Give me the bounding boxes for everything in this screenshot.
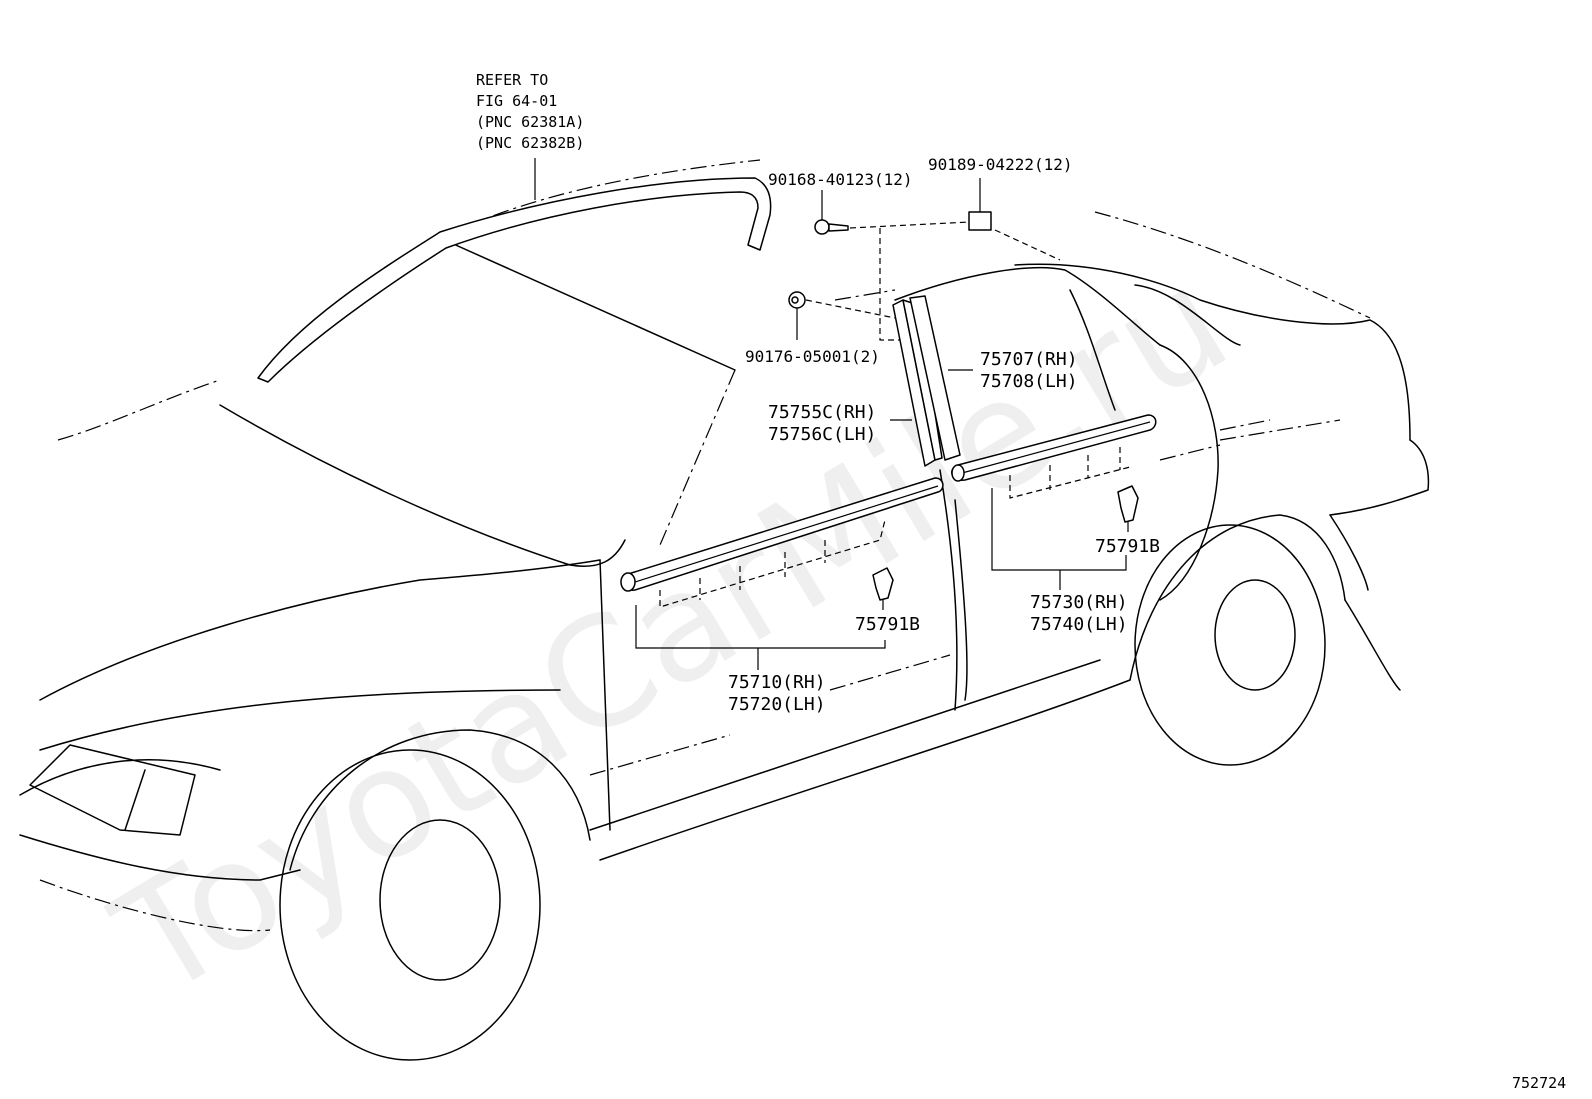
refer-line-2: FIG 64-01 <box>476 92 557 110</box>
rear-wheel <box>1134 524 1326 766</box>
screw-shank <box>828 223 849 232</box>
rear-wheel-arch <box>1129 514 1346 681</box>
front-belt-inner <box>631 485 939 584</box>
clip-nut-dash-path <box>994 229 1061 261</box>
screw-dash-path <box>849 221 971 341</box>
rear-body-dash <box>1219 419 1271 431</box>
screw-head <box>814 219 830 235</box>
roof-moulding-strip <box>257 177 772 383</box>
front-wheel-arch <box>289 729 591 871</box>
rear-lower <box>1344 599 1401 691</box>
figure-number: 752724 <box>1512 1074 1566 1092</box>
rear-clip-part <box>1117 485 1139 532</box>
fastener-clip-nut <box>968 178 1061 261</box>
label-screw: 90168-40123(12) <box>768 170 913 189</box>
rear-window-frame <box>894 266 1161 346</box>
front-clip-part <box>872 567 894 610</box>
refer-line-4: (PNC 62382B) <box>476 134 584 152</box>
front-wheel-hub <box>379 819 501 981</box>
label-front-pillar-lh: 75756C(LH) <box>768 424 876 445</box>
label-rear-pillar-lh: 75708(LH) <box>980 371 1078 392</box>
rear-window-inner <box>1069 289 1116 411</box>
headlight-divider <box>124 769 146 831</box>
rear-pillar-garnish <box>909 295 961 461</box>
hood-crease <box>39 689 561 751</box>
a-pillar-line <box>659 369 736 546</box>
trunk-line <box>1134 284 1241 346</box>
headlight <box>29 744 196 836</box>
rear-belt-bracket <box>991 488 1127 571</box>
rear-belt-inner <box>961 421 1151 474</box>
clip-nut-body <box>968 211 992 231</box>
label-rear-pillar-rh: 75707(RH) <box>980 349 1078 370</box>
label-rear-belt-lh: 75740(LH) <box>1030 614 1128 635</box>
hood-line <box>39 559 601 701</box>
front-belt-end <box>620 572 636 592</box>
sill-line <box>589 659 1101 831</box>
body-side-upper <box>599 559 611 831</box>
clip-dash-path <box>805 299 896 319</box>
label-rear-clip: 75791B <box>1095 536 1160 557</box>
fastener-screw <box>814 190 971 341</box>
rear-side-crease-2 <box>1159 444 1221 461</box>
front-bumper-lower <box>39 879 271 932</box>
windshield-bottom <box>219 404 626 567</box>
label-clip: 90176-05001(2) <box>745 347 880 366</box>
front-belt-clip-row <box>659 519 886 608</box>
roof-moulding <box>257 158 772 383</box>
rear-belt-end <box>951 464 965 482</box>
rear-clip-shape <box>1117 485 1139 523</box>
label-front-belt-rh: 75710(RH) <box>728 672 826 693</box>
refer-line-3: (PNC 62381A) <box>476 113 584 131</box>
front-door-line <box>589 734 731 776</box>
door-shut-line <box>954 499 968 701</box>
hood-front-edge <box>19 759 221 796</box>
front-belt-moulding <box>620 477 944 670</box>
label-rear-belt-rh: 75730(RH) <box>1030 592 1128 613</box>
label-front-belt-lh: 75720(LH) <box>728 694 826 715</box>
refer-note: REFER TO FIG 64-01 (PNC 62381A) (PNC 623… <box>476 71 584 152</box>
rear-side-crease <box>1219 419 1341 441</box>
front-clip-shape <box>872 567 894 601</box>
rocker-panel <box>599 679 1131 861</box>
rear-bumper <box>1329 514 1369 591</box>
c-pillar <box>1014 263 1411 441</box>
rear-pillar-part <box>909 295 961 461</box>
rear-quarter-line <box>1159 344 1219 601</box>
fastener-clip <box>788 291 896 340</box>
rear-door-top <box>834 289 896 301</box>
label-front-clip: 75791B <box>855 614 920 635</box>
refer-line-1: REFER TO <box>476 71 548 89</box>
rear-wheel-hub <box>1214 579 1296 691</box>
front-bumper <box>19 834 301 881</box>
b-pillar-line <box>939 469 958 711</box>
door-crease <box>829 654 951 691</box>
roof-rear-line <box>1094 211 1371 319</box>
label-clip-nut: 90189-04222(12) <box>928 155 1073 174</box>
car-body-outline <box>19 159 1430 1061</box>
rear-belt-moulding <box>951 414 1157 590</box>
rear-tail <box>1329 439 1430 516</box>
front-wheel <box>279 749 541 1061</box>
clip-center <box>791 296 799 304</box>
rear-belt-clip-row <box>1009 447 1131 499</box>
label-front-pillar-rh: 75755C(RH) <box>768 402 876 423</box>
hood-left-edge <box>57 379 221 441</box>
front-belt-bracket <box>635 605 886 649</box>
windshield-top <box>439 237 736 371</box>
